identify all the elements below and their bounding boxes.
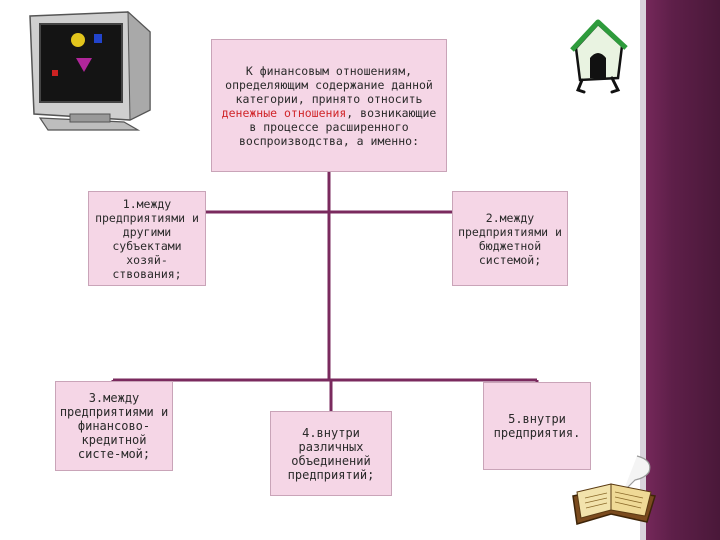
relation-text-3: 3.между предприятиями и финансово-кредит… xyxy=(59,391,169,461)
relation-box-1: 1.между предприятиями и другими субъекта… xyxy=(88,191,206,286)
dog-house-icon xyxy=(570,19,628,94)
root-text-after: , возникающие в процессе расширенного во… xyxy=(238,105,437,148)
relation-box-4: 4.внутри различных объединений предприят… xyxy=(270,411,392,496)
relation-text-5: 5.внутри предприятия. xyxy=(493,412,581,440)
relation-box-2: 2.между предприятиями и бюджетной систем… xyxy=(452,191,568,286)
root-definition-text: К финансовым отношениям, определяющим со… xyxy=(215,64,443,148)
root-definition-box: К финансовым отношениям, определяющим со… xyxy=(211,39,447,172)
open-book-icon xyxy=(572,455,656,525)
root-text-before: К финансовым отношениям, определяющим со… xyxy=(225,63,433,106)
root-text-highlight: денежные отношения xyxy=(221,105,347,120)
relation-text-1: 1.между предприятиями и другими субъекта… xyxy=(95,196,199,281)
computer-monitor-icon xyxy=(29,10,151,131)
sidebar-strip xyxy=(640,0,720,540)
relation-box-3: 3.между предприятиями и финансово-кредит… xyxy=(55,381,173,471)
relation-text-2: 2.между предприятиями и бюджетной систем… xyxy=(458,210,562,267)
relation-text-4: 4.внутри различных объединений предприят… xyxy=(287,425,375,482)
relation-box-5: 5.внутри предприятия. xyxy=(483,382,591,470)
